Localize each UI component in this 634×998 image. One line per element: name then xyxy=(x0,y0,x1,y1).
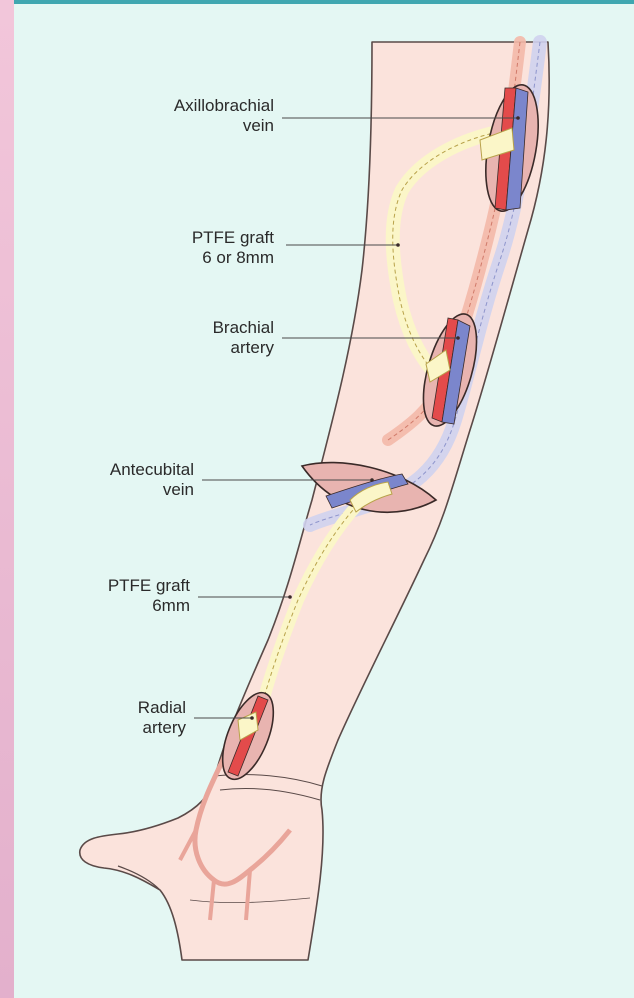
label-antecubital-vein: Antecubital vein xyxy=(110,460,194,500)
label-radial-artery: Radial artery xyxy=(138,698,186,738)
label-axillobrachial-vein: Axillobrachial vein xyxy=(174,96,274,136)
arm-outline xyxy=(80,42,549,960)
label-ptfe-graft-lower: PTFE graft 6mm xyxy=(108,576,190,616)
label-ptfe-graft-upper: PTFE graft 6 or 8mm xyxy=(192,228,274,268)
label-brachial-artery: Brachial artery xyxy=(213,318,274,358)
